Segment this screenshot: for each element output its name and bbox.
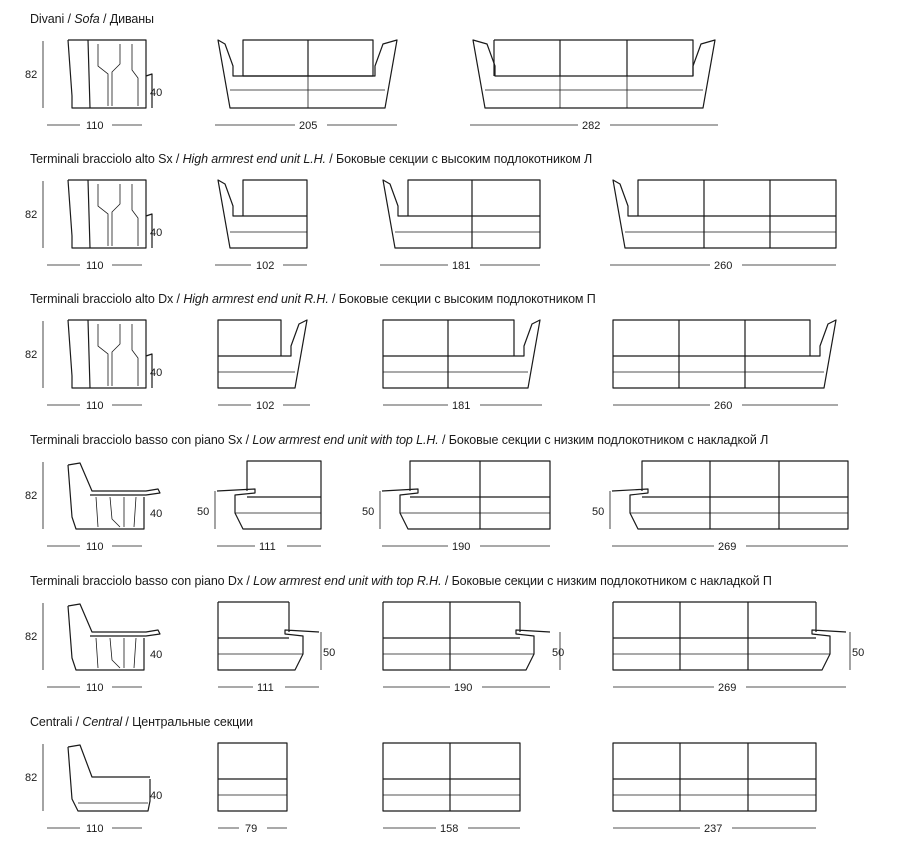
section-title-central: Centrali / Central / Центральные секции	[30, 715, 253, 729]
section-title-high-arm-lh: Terminali bracciolo alto Sx / High armre…	[30, 152, 592, 166]
seat-height-label: 40	[150, 649, 162, 661]
title-italian: Terminali bracciolo basso con piano Sx /	[30, 433, 253, 447]
title-english: Central	[82, 715, 123, 729]
title-russian: / Боковые секции с низким подлокотником …	[438, 433, 769, 447]
width-label: 111	[257, 682, 274, 694]
depth-label: 110	[86, 400, 104, 412]
high-arm-rh-102: 102	[217, 319, 310, 412]
low-arm-rh-side-view: 82 40 110	[25, 603, 162, 694]
section-title-high-arm-rh: Terminali bracciolo alto Dx / High armre…	[30, 292, 596, 306]
width-label: 282	[582, 120, 600, 132]
width-label: 181	[452, 260, 470, 272]
title-russian: / Центральные секции	[122, 715, 253, 729]
low-arm-lh-269: 50 269	[592, 460, 849, 553]
width-label: 237	[704, 823, 722, 835]
depth-label: 110	[86, 260, 104, 272]
high-arm-rh-side-view: 82 40 110	[25, 319, 162, 412]
width-label: 111	[259, 541, 276, 553]
depth-label: 110	[86, 541, 104, 553]
low-arm-rh-190: 50 190	[382, 601, 564, 694]
section-title-low-arm-lh: Terminali bracciolo basso con piano Sx /…	[30, 433, 768, 447]
width-label: 260	[714, 260, 732, 272]
title-english: High armrest end unit R.H.	[183, 292, 329, 306]
high-arm-lh-181: 181	[380, 179, 541, 272]
title-italian: Centrali /	[30, 715, 83, 729]
section-title-sofa: Divani / Sofa / Диваны	[30, 12, 154, 26]
width-label: 190	[454, 682, 472, 694]
width-label: 190	[452, 541, 470, 553]
low-arm-lh-side-view: 82 40 110	[25, 462, 162, 553]
width-label: 158	[440, 823, 458, 835]
low-arm-rh-111: 50 111	[217, 601, 335, 694]
width-label: 102	[256, 400, 274, 412]
arm-height-label: 50	[323, 647, 335, 659]
seat-height-label: 40	[150, 227, 162, 239]
central-79: 79	[217, 742, 288, 835]
high-arm-rh-260: 260	[612, 319, 838, 412]
title-italian: Terminali bracciolo basso con piano Dx /	[30, 574, 254, 588]
title-italian: Divani /	[30, 12, 75, 26]
width-label: 269	[718, 541, 736, 553]
depth-label: 110	[86, 120, 104, 132]
seat-height-label: 40	[150, 508, 162, 520]
central-158: 158	[382, 742, 521, 835]
arm-height-label: 50	[592, 506, 604, 518]
height-label: 82	[25, 69, 37, 81]
width-label: 205	[299, 120, 317, 132]
high-arm-lh-260: 260	[610, 179, 837, 272]
title-russian: / Боковые секции с высоким подлокотником…	[325, 152, 593, 166]
sofa-282: 282	[470, 39, 718, 132]
low-arm-lh-111: 50 111	[197, 460, 322, 553]
width-label: 260	[714, 400, 732, 412]
central-side-view: 82 40 110	[25, 744, 162, 835]
high-arm-rh-181: 181	[382, 319, 542, 412]
width-label: 269	[718, 682, 736, 694]
depth-label: 110	[86, 682, 104, 694]
title-russian: / Боковые секции с высоким подлокотником…	[328, 292, 596, 306]
high-arm-lh-side-view: 82 40 110	[25, 179, 162, 272]
seat-height-label: 40	[150, 790, 162, 802]
title-russian: / Боковые секции с низким подлокотником …	[441, 574, 772, 588]
sofa-205: 205	[215, 39, 398, 132]
height-label: 82	[25, 209, 37, 221]
title-italian: Terminali bracciolo alto Sx /	[30, 152, 183, 166]
height-label: 82	[25, 490, 37, 502]
title-english: Sofa	[74, 12, 100, 26]
arm-height-label: 50	[197, 506, 209, 518]
section-title-low-arm-rh: Terminali bracciolo basso con piano Dx /…	[30, 574, 772, 588]
title-english: Low armrest end unit with top L.H.	[252, 433, 439, 447]
title-italian: Terminali bracciolo alto Dx /	[30, 292, 184, 306]
width-label: 79	[245, 823, 257, 835]
sofa-side-view: 82 40 110	[25, 39, 162, 132]
seat-height-label: 40	[150, 367, 162, 379]
central-237: 237	[612, 742, 817, 835]
title-english: Low armrest end unit with top R.H.	[253, 574, 442, 588]
arm-height-label: 50	[362, 506, 374, 518]
height-label: 82	[25, 349, 37, 361]
low-arm-rh-269: 50 269	[612, 601, 864, 694]
low-arm-lh-190: 50 190	[362, 460, 551, 553]
arm-height-label: 50	[552, 647, 564, 659]
seat-height-label: 40	[150, 87, 162, 99]
height-label: 82	[25, 631, 37, 643]
title-russian: / Диваны	[99, 12, 154, 26]
width-label: 102	[256, 260, 274, 272]
title-english: High armrest end unit L.H.	[182, 152, 326, 166]
arm-height-label: 50	[852, 647, 864, 659]
height-label: 82	[25, 772, 37, 784]
high-arm-lh-102: 102	[215, 179, 308, 272]
depth-label: 110	[86, 823, 104, 835]
width-label: 181	[452, 400, 470, 412]
